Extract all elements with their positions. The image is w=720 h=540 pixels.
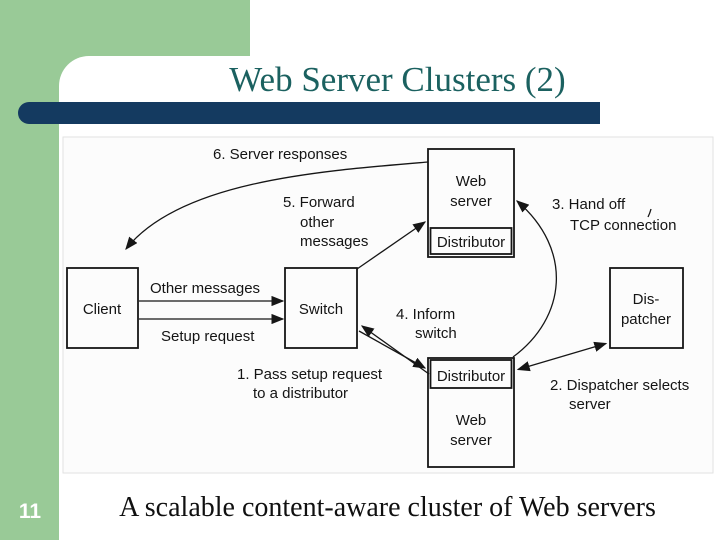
dispatcher-selects-arrow-left xyxy=(516,355,563,372)
switch-label: Switch xyxy=(299,301,343,318)
label-inform-1: 4. Inform xyxy=(396,306,455,323)
label-handoff-1: 3. Hand off xyxy=(552,196,626,213)
client-box xyxy=(66,267,139,349)
forward-other-messages-arrow xyxy=(356,221,427,270)
bottom-distributor-label: Distributor xyxy=(437,368,505,385)
label-pass-2: to a distributor xyxy=(253,385,348,402)
label-forward-3: messages xyxy=(300,233,368,250)
bottom-web-server-label-2: server xyxy=(450,432,492,449)
page-number: 11 xyxy=(18,500,42,523)
diagram-image-frame xyxy=(62,136,714,474)
client-label: Client xyxy=(83,301,122,318)
label-inform-2: switch xyxy=(415,325,457,342)
inform-switch-arrow xyxy=(360,325,430,375)
bottom-web-server-label-1: Web xyxy=(456,412,487,429)
top-web-server-label-2: server xyxy=(450,193,492,210)
dispatcher-label-2: patcher xyxy=(621,311,671,328)
top-web-server-label-1: Web xyxy=(456,173,487,190)
label-setup-request: Setup request xyxy=(161,328,255,345)
title-underline-bar xyxy=(18,102,600,124)
label-forward-1: 5. Forward xyxy=(283,194,355,211)
switch-box xyxy=(284,267,358,349)
top-distributor-box xyxy=(429,227,513,255)
dispatcher-box xyxy=(609,267,684,349)
bottom-web-server-box xyxy=(427,357,515,468)
bottom-distributor-box xyxy=(429,359,513,389)
slide-title: Web Server Clusters (2) xyxy=(229,60,566,99)
label-selects-1: 2. Dispatcher selects xyxy=(550,377,689,394)
label-forward-2: other xyxy=(300,214,334,231)
handoff-tcp-arrow xyxy=(512,200,558,358)
label-pass-1: 1. Pass setup request xyxy=(237,366,383,383)
label-server-responses: 6. Server responses xyxy=(213,146,347,163)
server-responses-arrow xyxy=(125,161,429,251)
label-selects-2: server xyxy=(569,396,611,413)
pass-setup-request-arrow xyxy=(358,330,427,369)
stray-tick-mark xyxy=(647,208,652,218)
label-other-messages: Other messages xyxy=(150,280,260,297)
slide-caption: A scalable content-aware cluster of Web … xyxy=(119,492,656,523)
dispatcher-selects-arrow-right xyxy=(561,341,608,358)
dispatcher-label-1: Dis- xyxy=(633,291,660,308)
top-distributor-label: Distributor xyxy=(437,234,505,251)
label-handoff-2: TCP connection xyxy=(570,217,676,234)
top-web-server-box xyxy=(427,148,515,258)
